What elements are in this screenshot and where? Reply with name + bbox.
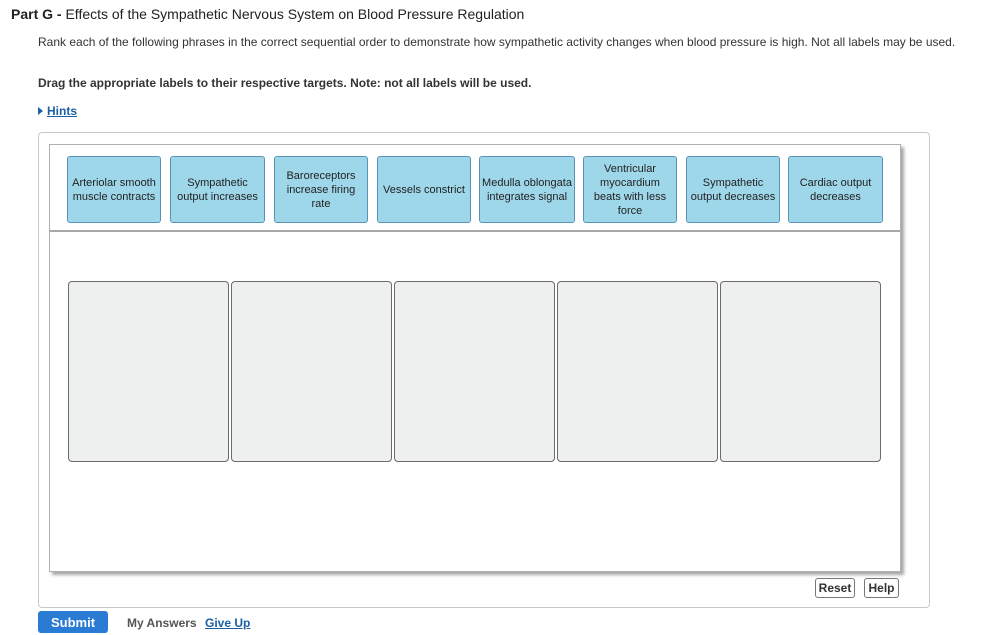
drag-label-sympathetic-output-increases[interactable]: Sympathetic output increases bbox=[170, 156, 265, 223]
instructions-text: Rank each of the following phrases in th… bbox=[38, 35, 956, 49]
drop-target-3[interactable] bbox=[394, 281, 555, 462]
drop-target-4[interactable] bbox=[557, 281, 718, 462]
reset-button[interactable]: Reset bbox=[815, 578, 855, 598]
part-separator: - bbox=[53, 6, 66, 22]
part-heading: Effects of the Sympathetic Nervous Syste… bbox=[65, 6, 525, 22]
drag-instructions: Drag the appropriate labels to their res… bbox=[38, 76, 532, 90]
give-up-link[interactable]: Give Up bbox=[205, 616, 251, 630]
part-label: Part G bbox=[11, 6, 54, 22]
drop-target-5[interactable] bbox=[720, 281, 881, 462]
drag-label-cardiac-output-decreases[interactable]: Cardiac output decreases bbox=[788, 156, 883, 223]
drag-label-baroreceptors-increase-firing-rate[interactable]: Baroreceptors increase firing rate bbox=[274, 156, 368, 223]
label-bank: Arteriolar smooth muscle contracts Sympa… bbox=[50, 145, 900, 232]
drag-drop-workspace: Arteriolar smooth muscle contracts Sympa… bbox=[49, 144, 901, 572]
drag-label-medulla-oblongata-integrates-signal[interactable]: Medulla oblongata integrates signal bbox=[479, 156, 575, 223]
help-button[interactable]: Help bbox=[864, 578, 899, 598]
submit-button[interactable]: Submit bbox=[38, 611, 108, 633]
drop-target-2[interactable] bbox=[231, 281, 392, 462]
my-answers-label: My Answers bbox=[127, 616, 197, 630]
hints-toggle[interactable]: Hints bbox=[38, 104, 77, 118]
drag-label-vessels-constrict[interactable]: Vessels constrict bbox=[377, 156, 471, 223]
drag-label-sympathetic-output-decreases[interactable]: Sympathetic output decreases bbox=[686, 156, 780, 223]
drag-label-arteriolar-smooth-muscle-contracts[interactable]: Arteriolar smooth muscle contracts bbox=[67, 156, 161, 223]
caret-right-icon bbox=[38, 107, 43, 115]
hints-link[interactable]: Hints bbox=[47, 104, 77, 118]
part-title: Part G - Effects of the Sympathetic Nerv… bbox=[11, 6, 524, 22]
drop-target-1[interactable] bbox=[68, 281, 229, 462]
drag-label-ventricular-myocardium-beats-with-less-force[interactable]: Ventricular myocardium beats with less f… bbox=[583, 156, 677, 223]
